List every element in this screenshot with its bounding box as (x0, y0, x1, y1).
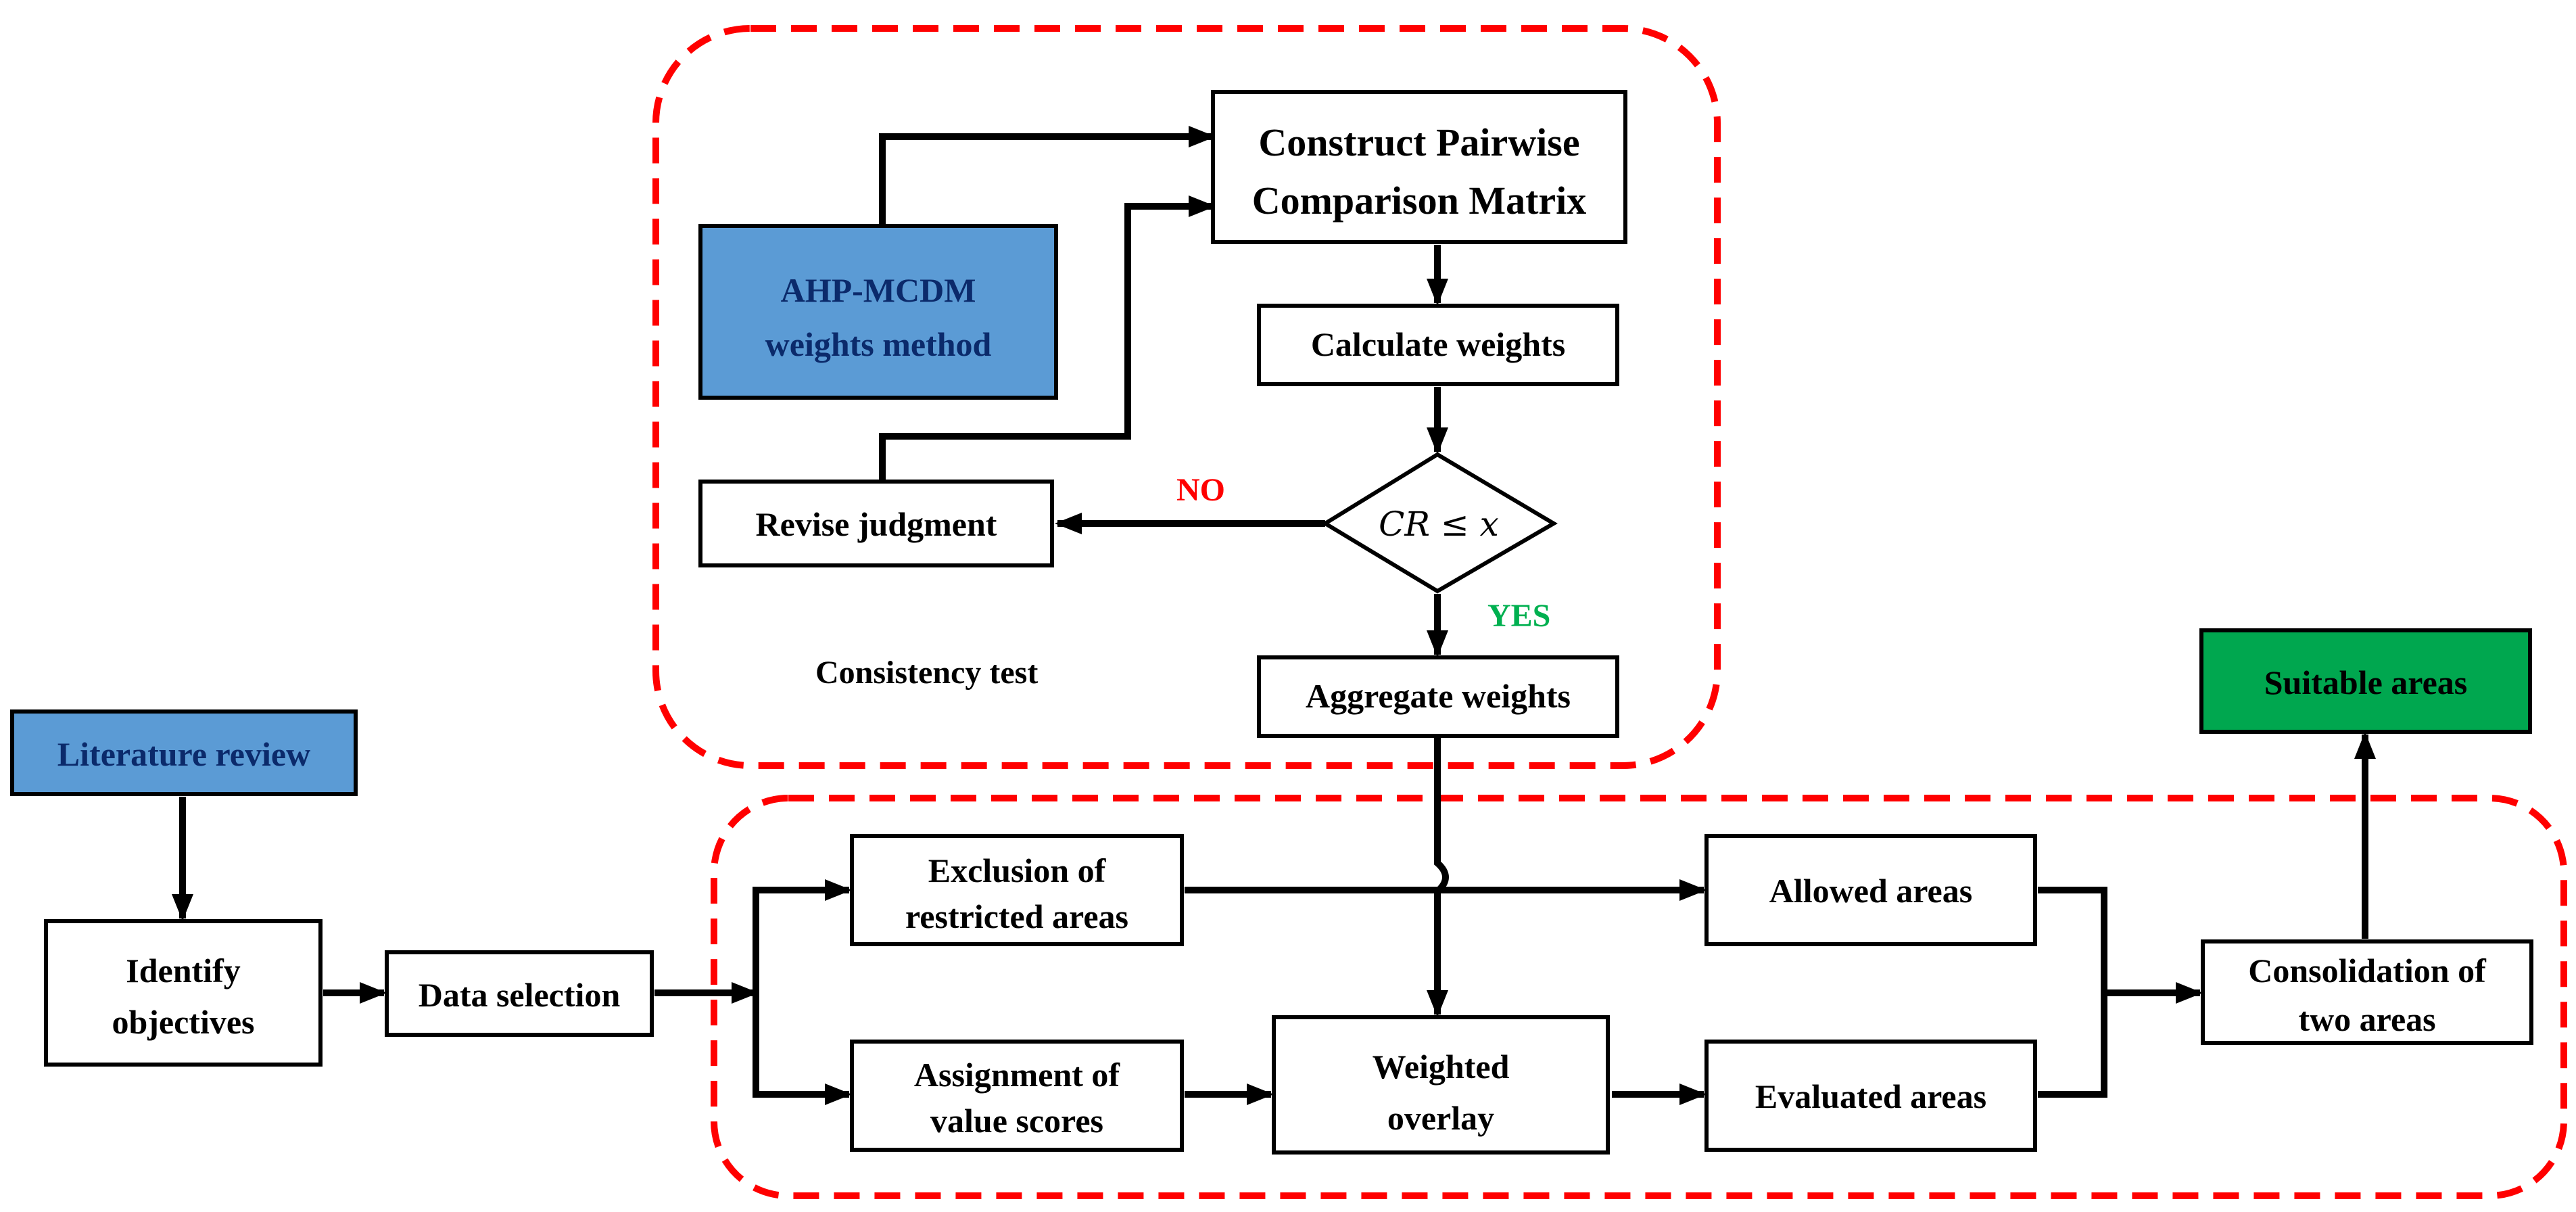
identify-objectives-node: Identify objectives (44, 919, 323, 1067)
weighted-overlay-node: Weighted overlay (1272, 1015, 1610, 1155)
consolidation-line1: Consolidation of (2248, 952, 2487, 989)
evaluated-areas-node: Evaluated areas (1704, 1040, 2037, 1152)
literature-review-label: Literature review (57, 735, 310, 773)
data-selection-node: Data selection (385, 950, 654, 1037)
weighted-overlay-line2: overlay (1387, 1099, 1494, 1137)
allowed-areas-label: Allowed areas (1769, 872, 1972, 910)
consistency-test-label: Consistency test (815, 655, 1038, 691)
suitable-areas-label: Suitable areas (2264, 663, 2468, 701)
literature-review-node: Literature review (10, 709, 358, 796)
weighted-overlay-line1: Weighted (1373, 1048, 1510, 1086)
no-label: NO (1176, 472, 1225, 508)
revise-judgment-label: Revise judgment (756, 505, 997, 543)
suitable-areas-node: Suitable areas (2199, 628, 2532, 734)
construct-pairwise-line1: Construct Pairwise (1258, 120, 1579, 164)
arrow-split-to-exclusion (753, 879, 852, 993)
yes-label: YES (1487, 598, 1550, 634)
assignment-line2: value scores (930, 1102, 1103, 1140)
revise-judgment-node: Revise judgment (698, 480, 1054, 567)
arrow-split-to-assignment (753, 993, 852, 1105)
ahp-mcdm-node: AHP-MCDM weights method (698, 224, 1058, 400)
ahp-dashed-region (652, 25, 1721, 769)
construct-pairwise-line2: Comparison Matrix (1252, 179, 1587, 223)
ahp-mcdm-line2: weights method (765, 325, 992, 363)
cr-decision-node: CR ≤ x (1321, 452, 1558, 594)
identify-objectives-line1: Identify (126, 952, 240, 989)
exclusion-line1: Exclusion of (928, 852, 1107, 889)
connector-evaluated-to-merge (2038, 993, 2107, 1098)
arrow-ahp-to-construct (879, 126, 1216, 225)
aggregate-weights-label: Aggregate weights (1306, 677, 1571, 715)
assignment-line1: Assignment of (914, 1056, 1121, 1094)
data-selection-label: Data selection (419, 976, 621, 1014)
evaluated-areas-label: Evaluated areas (1755, 1077, 1986, 1115)
identify-objectives-line2: objectives (112, 1003, 254, 1041)
cr-condition-label: CR ≤ x (1379, 505, 1499, 544)
ahp-mcdm-line1: AHP-MCDM (781, 271, 976, 309)
construct-pairwise-node: Construct Pairwise Comparison Matrix (1211, 90, 1627, 244)
exclusion-node: Exclusion of restricted areas (850, 834, 1184, 946)
arrow-revise-to-construct (879, 195, 1216, 482)
consolidation-node: Consolidation of two areas (2201, 939, 2533, 1045)
arrow-aggregate-to-weighted-overlay (1427, 737, 1449, 1017)
connector-allowed-to-merge (2038, 887, 2107, 993)
consolidation-line2: two areas (2298, 1000, 2435, 1038)
aggregate-weights-node: Aggregate weights (1257, 655, 1619, 738)
calculate-weights-label: Calculate weights (1311, 325, 1565, 363)
calculate-weights-node: Calculate weights (1257, 304, 1619, 386)
assignment-node: Assignment of value scores (850, 1040, 1184, 1152)
exclusion-line2: restricted areas (905, 898, 1128, 935)
allowed-areas-node: Allowed areas (1704, 834, 2037, 946)
